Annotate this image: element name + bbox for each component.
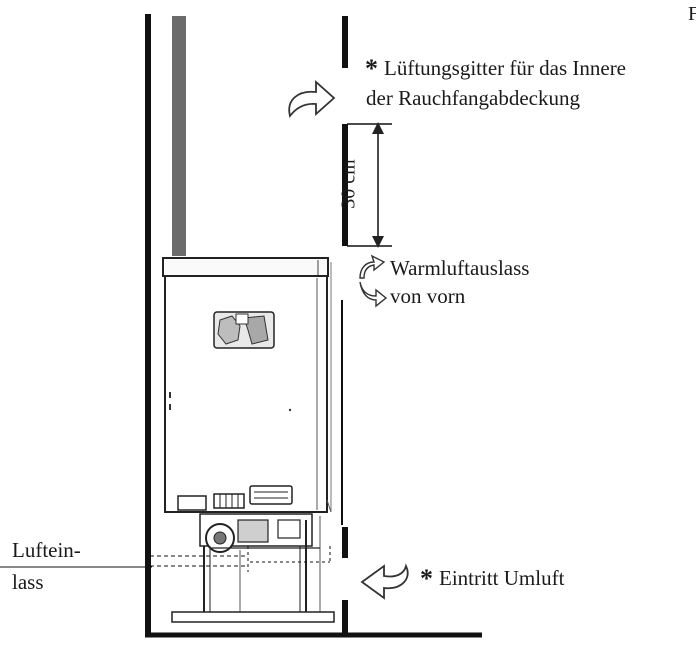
- recirculation-arrow: [360, 563, 409, 600]
- vent-grille-marker: *: [365, 54, 378, 83]
- vent-grille-text: Lüftungsgitter für das Innere: [384, 56, 627, 80]
- air-inlet-duct: [150, 546, 331, 572]
- vent-airflow-arrow: [288, 79, 336, 119]
- warm-air-outlet-label: Warmluftauslass: [390, 256, 530, 280]
- stove-base: [171, 513, 335, 623]
- warm-air-arrow-up: [359, 254, 386, 279]
- distance-label: 30 cm: [337, 159, 360, 209]
- recirculation-inlet-label: *Eintritt Umluft: [420, 564, 565, 593]
- stove-top-plate: [162, 257, 329, 277]
- warm-air-outlet-label-line2: von vorn: [390, 284, 466, 308]
- warm-air-arrow-down: [359, 281, 388, 308]
- stove: [162, 257, 332, 513]
- base-plate: [171, 611, 335, 623]
- air-inlet-label: Luftein-: [12, 538, 81, 562]
- air-inlet-label-line2: lass: [12, 570, 44, 594]
- corner-letter: F: [688, 3, 696, 25]
- vent-grille-label: *Lüftungsgitter für das Innere: [365, 54, 627, 83]
- recirculation-marker: *: [420, 564, 433, 593]
- recirculation-inlet-text: Eintritt Umluft: [439, 566, 565, 590]
- flue-pipe: [172, 16, 186, 256]
- vent-grille-label-line2: der Rauchfangabdeckung: [366, 86, 580, 110]
